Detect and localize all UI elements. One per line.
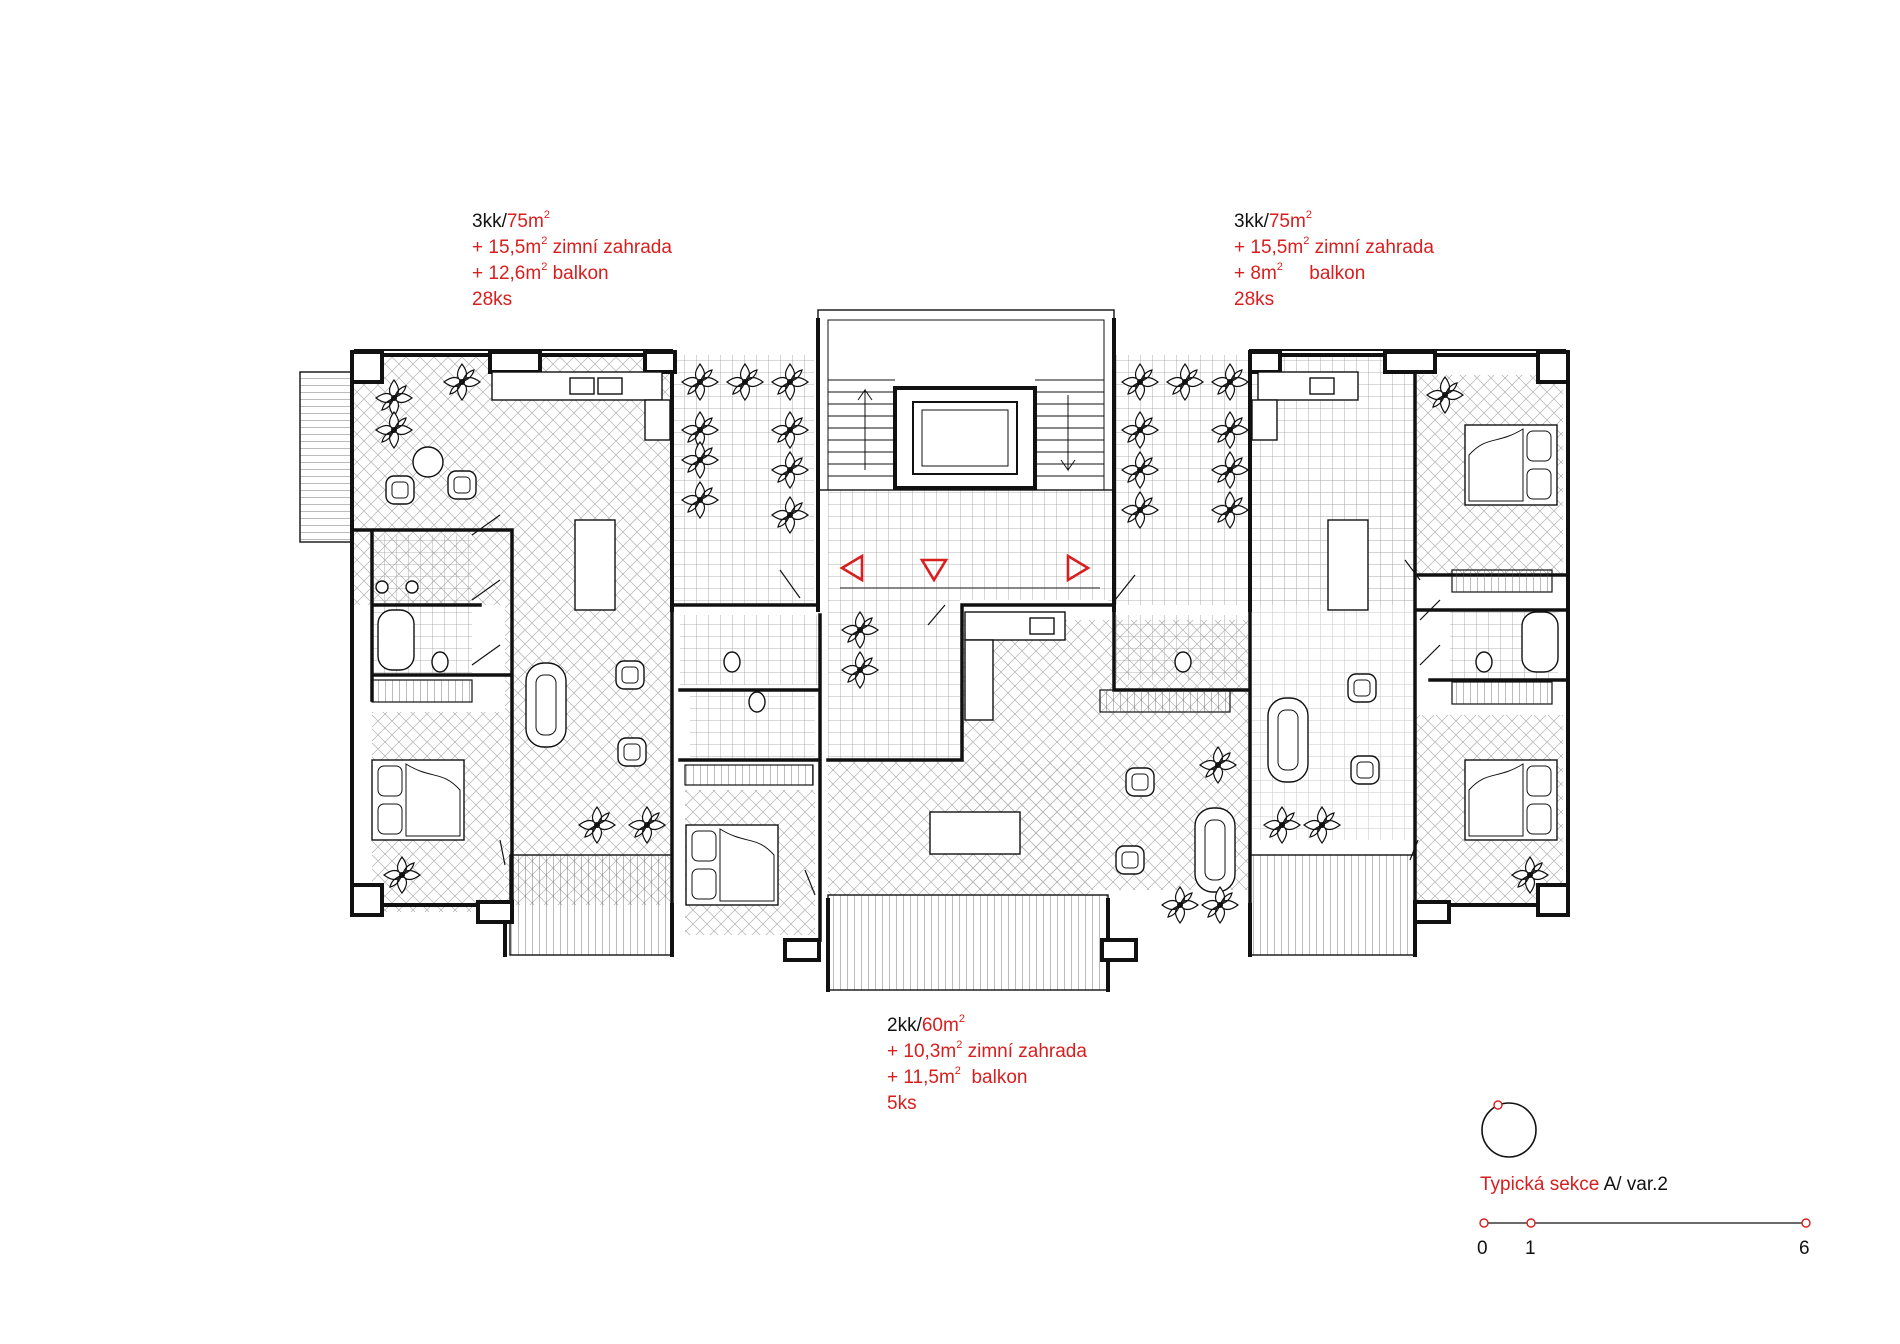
unit-type: 2kk/	[887, 1015, 922, 1036]
dining-tables	[574, 519, 1369, 855]
unit-count: 28ks	[1234, 289, 1275, 310]
entrance-arrow-icon	[919, 558, 949, 583]
unit-type: 3kk/	[1234, 211, 1269, 232]
armchair-icon	[1125, 767, 1155, 797]
unit-count: 28ks	[472, 289, 513, 310]
armchair-icon	[615, 660, 645, 690]
unit-label-top-left: 3kk/75m2 + 15,5m2 zimní zahrada + 12,6m2…	[472, 209, 672, 313]
entrance-arrows	[839, 553, 1091, 583]
entrance-arrow-icon	[1066, 553, 1091, 583]
sofa-icon	[1267, 697, 1309, 783]
bed-icon	[1464, 424, 1558, 506]
wardrobes	[371, 569, 1553, 786]
bed-icon	[371, 759, 465, 841]
door-swings	[471, 514, 1441, 896]
scale-label-0: 0	[1477, 1238, 1488, 1259]
stair-core	[817, 309, 1115, 589]
armchair-icon	[1347, 673, 1377, 703]
unit-label-top-right: 3kk/75m2 + 15,5m2 zimní zahrada + 8m2 ba…	[1234, 209, 1434, 313]
unit-type: 3kk/	[472, 211, 507, 232]
armchair-icon	[1115, 845, 1145, 875]
unit-area: 75m	[506, 211, 544, 232]
bed-icon	[1464, 759, 1558, 841]
unit-count: 5ks	[887, 1093, 917, 1114]
unit-area: 60m	[921, 1015, 959, 1036]
scale-label-6: 6	[1799, 1238, 1810, 1259]
sofa-icon	[525, 662, 567, 748]
armchair-icon	[447, 470, 477, 500]
armchair-icon	[1350, 755, 1380, 785]
unit-label-bottom-center: 2kk/60m2 + 10,3m2 zimní zahrada + 11,5m2…	[887, 1013, 1087, 1117]
scale-label-1: 1	[1525, 1238, 1536, 1259]
north-arrow-circle-icon	[1481, 1100, 1537, 1158]
bed-icon	[685, 824, 779, 906]
unit-area: 75m	[1268, 211, 1306, 232]
section-title: Typická sekce A/ var.2	[1480, 1174, 1668, 1195]
entrance-arrow-icon	[839, 553, 864, 583]
balconies	[299, 371, 1416, 991]
columns	[350, 350, 1570, 962]
kitchens	[491, 371, 1359, 721]
bathroom-fixtures	[375, 580, 1559, 713]
armchair-icon	[385, 475, 415, 505]
scale-bar	[1479, 1218, 1811, 1228]
sofa-icon	[1194, 807, 1236, 893]
armchair-icon	[617, 737, 647, 767]
